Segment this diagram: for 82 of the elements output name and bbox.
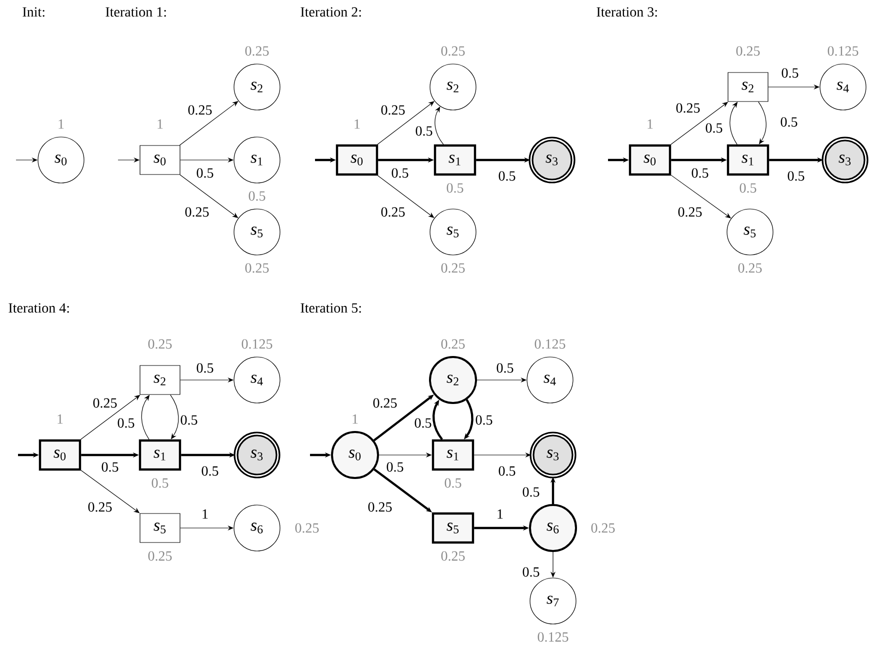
edge-label: 0.25 — [380, 104, 406, 116]
probability-label: 0.25 — [738, 263, 762, 273]
edge-label: 0.5 — [100, 462, 120, 472]
arrow — [170, 394, 179, 440]
probability-label: 1 — [648, 119, 653, 129]
probability-label: 0.125 — [828, 46, 858, 56]
state-box: s$_{0}$ — [38, 439, 82, 471]
edge-label: 0.5 — [786, 170, 806, 182]
probability-label: 1 — [352, 414, 358, 424]
probability-label: 0.25 — [441, 339, 465, 349]
edge-label: 0.5 — [498, 466, 516, 476]
probability-label: 0.5 — [248, 191, 266, 201]
state-box: s$_{2}$ — [728, 72, 768, 102]
edge-label: 0.5 — [390, 168, 410, 178]
state-box: s$_{1}$ — [138, 439, 182, 471]
probability-label: 1 — [158, 119, 163, 129]
edge-label: 1 — [201, 508, 209, 520]
panel-heading: Iteration 3: — [596, 7, 657, 17]
state-box: s$_{0}$ — [628, 144, 672, 176]
state-box: s$_{5}$ — [432, 512, 474, 544]
arrow — [377, 101, 434, 145]
edge-label: 0.5 — [196, 362, 214, 374]
probability-label: 0.25 — [441, 46, 465, 56]
probability-label: 0.25 — [591, 523, 615, 533]
probability-label: 0.5 — [444, 478, 462, 488]
edge-label: 1 — [496, 508, 504, 520]
edge-label: 0.5 — [474, 414, 494, 426]
state-box: s$_{5}$ — [140, 513, 180, 543]
edge-label: 0.25 — [380, 206, 406, 218]
probability-label: 0.25 — [441, 263, 465, 273]
edge-label: 0.5 — [180, 414, 198, 426]
edge-label: 0.5 — [704, 122, 724, 134]
panel-heading: Iteration 1: — [106, 7, 166, 17]
probability-label: 0.5 — [152, 478, 168, 488]
panel-heading: Iteration 2: — [300, 7, 361, 17]
edge-label: 0.5 — [200, 466, 220, 476]
edge-label: 0.5 — [414, 126, 434, 136]
probability-label: 0.125 — [534, 339, 566, 349]
edge-label: 0.25 — [184, 206, 210, 218]
edge-label: 0.5 — [386, 462, 404, 472]
probability-label: 0.25 — [148, 551, 172, 561]
edge-label: 0.5 — [496, 362, 514, 374]
probability-label: 0.25 — [736, 46, 760, 56]
edge-label: 0.25 — [367, 502, 393, 512]
edge-label: 0.5 — [196, 168, 214, 178]
arrow — [179, 101, 238, 146]
state-box: s$_{0}$ — [140, 145, 180, 175]
probability-label: 1 — [354, 119, 360, 129]
edge-label: 0.25 — [372, 398, 398, 408]
edge-label: 0.25 — [87, 502, 113, 512]
panel-heading: Iteration 4: — [8, 303, 69, 313]
edge-label: 0.5 — [116, 418, 136, 428]
state-box: s$_{0}$ — [336, 144, 378, 176]
arrow — [758, 102, 766, 144]
probability-label: 1 — [58, 414, 63, 424]
edge-label: 0.5 — [690, 168, 710, 178]
probability-label: 0.5 — [446, 183, 464, 193]
edge-label: 0.25 — [187, 104, 213, 116]
edge-label: 0.5 — [780, 116, 798, 128]
edge-label: 0.25 — [677, 206, 703, 218]
state-box: s$_{1}$ — [432, 439, 474, 471]
probability-label: 0.25 — [245, 46, 269, 56]
probability-label: 0.125 — [242, 339, 272, 349]
edge-label: 0.25 — [92, 398, 118, 408]
state-box: s$_{2}$ — [140, 365, 180, 395]
edge-label: 0.5 — [522, 566, 540, 578]
state-box: s$_{1}$ — [726, 144, 770, 176]
edge-label: 0.5 — [522, 486, 540, 498]
probability-label: 0.25 — [441, 551, 465, 561]
panel-heading: Init: — [22, 7, 44, 17]
probability-label: 0.5 — [740, 183, 756, 193]
probability-label: 1 — [58, 119, 64, 129]
panel-heading: Iteration 5: — [300, 303, 361, 313]
edge-label: 0.5 — [780, 68, 800, 78]
probability-label: 0.25 — [295, 523, 319, 533]
probability-label: 0.25 — [245, 263, 269, 273]
edge-label: 0.5 — [414, 418, 432, 428]
edge-label: 0.5 — [498, 170, 516, 182]
edge-label: 0.25 — [675, 102, 701, 114]
state-box: s$_{1}$ — [434, 144, 476, 176]
probability-label: 0.25 — [148, 339, 172, 349]
probability-label: 0.125 — [538, 632, 568, 642]
